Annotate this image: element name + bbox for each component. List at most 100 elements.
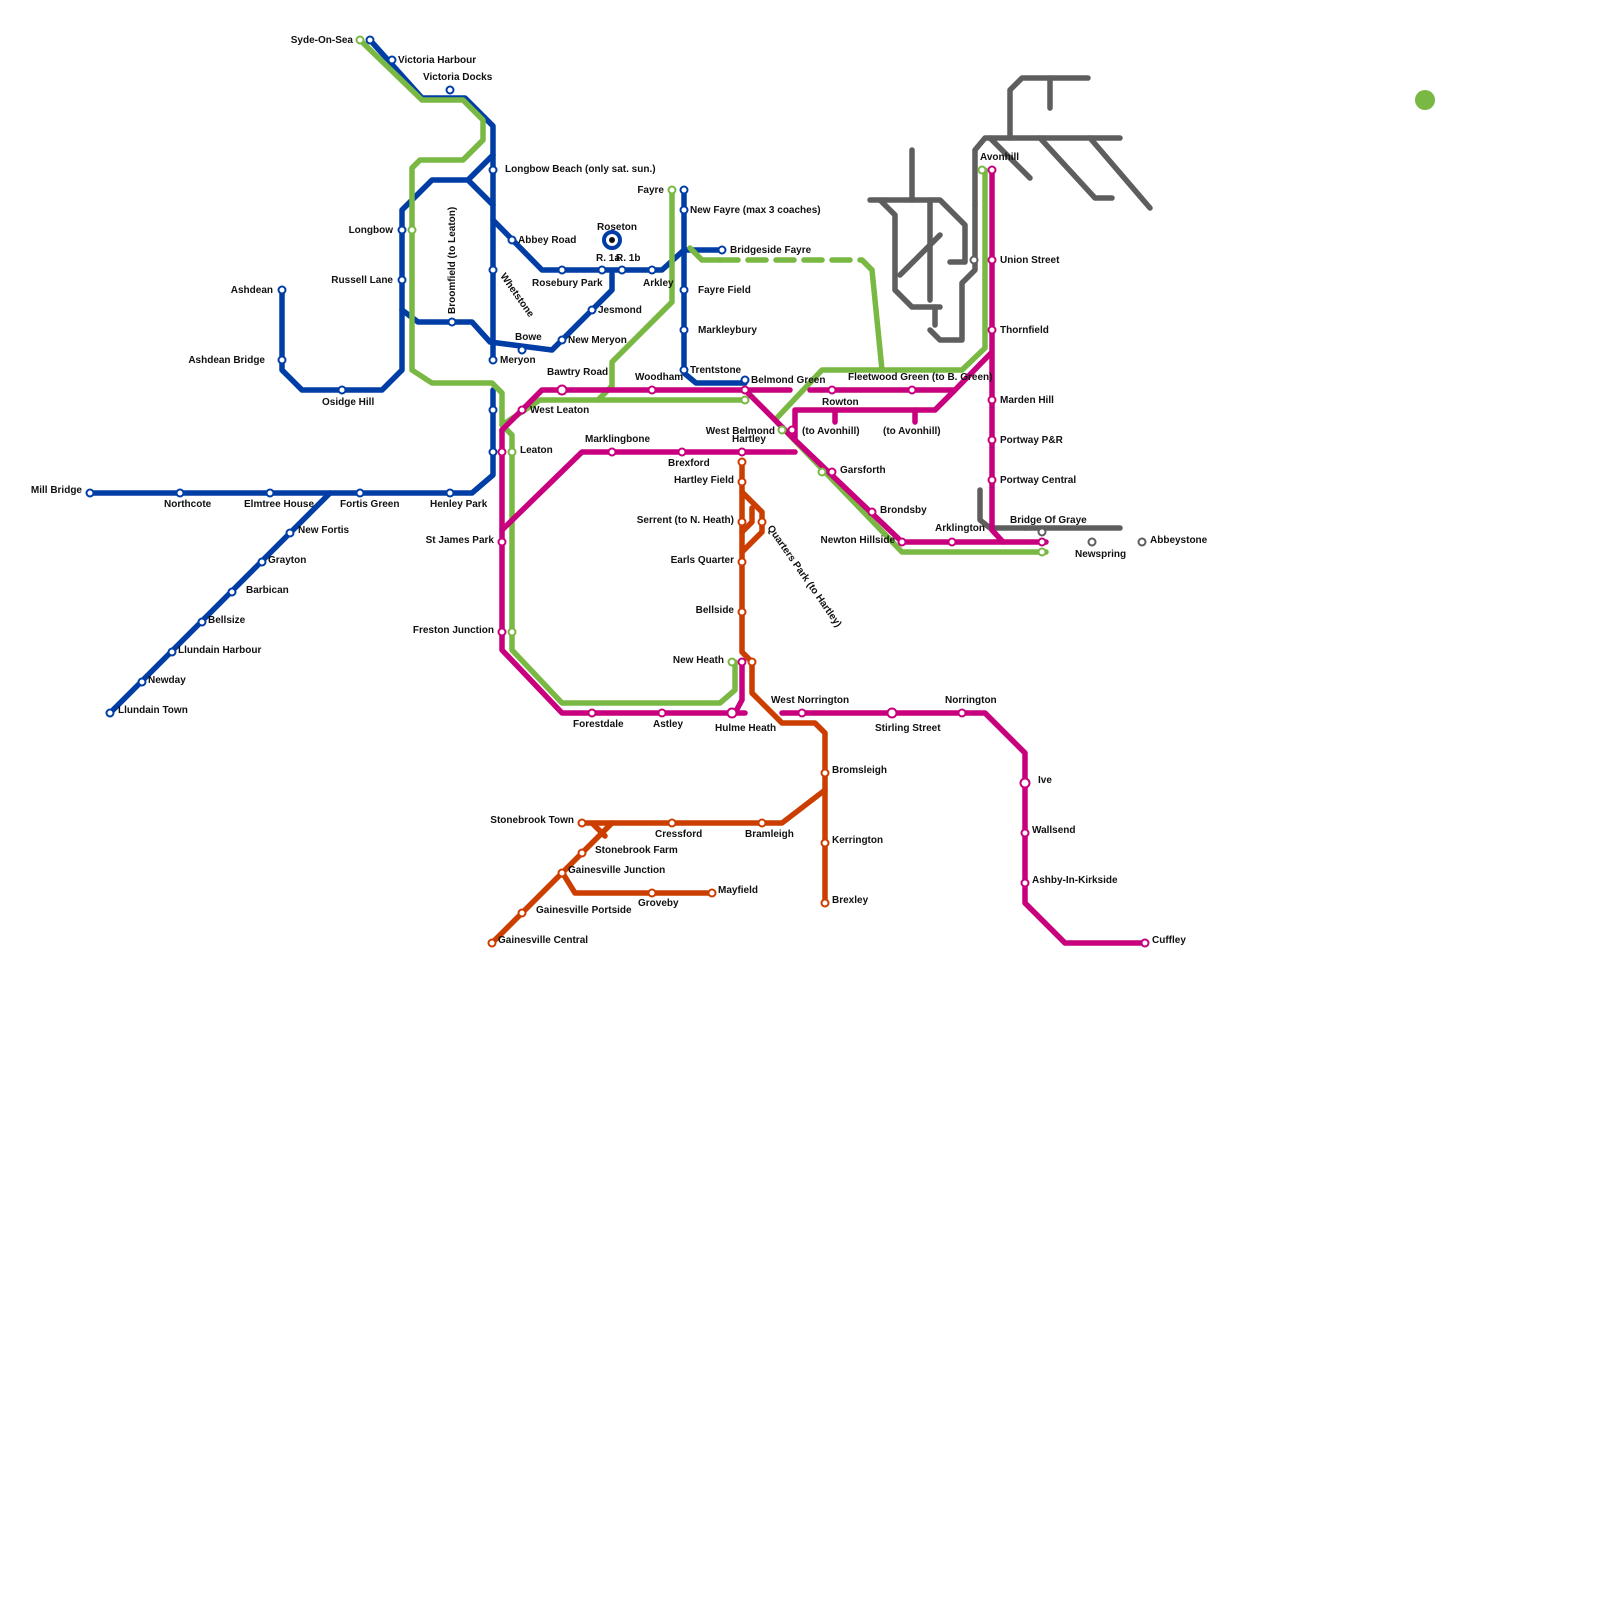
station-label[interactable]: Ashdean [231,285,273,296]
station-label[interactable]: Jesmond [598,305,642,316]
station-marker[interactable] [709,890,716,897]
station-marker[interactable] [649,890,656,897]
station-label[interactable]: Longbow [349,225,394,236]
station-marker[interactable] [1089,539,1096,546]
station-label[interactable]: Freston Junction [413,625,494,636]
station-marker[interactable] [779,427,786,434]
station-marker[interactable] [490,167,497,174]
station-label[interactable]: Kerrington [832,835,883,846]
station-label[interactable]: Leaton [520,445,553,456]
station-label[interactable]: Marden Hill [1000,395,1054,406]
station-marker[interactable] [339,387,346,394]
station-marker[interactable] [399,227,406,234]
station-marker[interactable] [399,277,406,284]
station-label[interactable]: Bellsize [208,615,246,626]
station-marker[interactable] [409,227,416,234]
station-label[interactable]: Bawtry Road [547,367,608,378]
station-label[interactable]: Bramleigh [745,829,794,840]
station-marker[interactable] [822,840,829,847]
station-label[interactable]: Rosebury Park [532,278,603,289]
station-label[interactable]: Bridgeside Fayre [730,245,812,256]
station-marker[interactable] [1022,830,1029,837]
station-marker[interactable] [739,609,746,616]
station-label[interactable]: Llundain Town [118,705,188,716]
station-label[interactable]: Avonhill [980,152,1019,163]
station-label[interactable]: Northcote [164,499,212,510]
station-label[interactable]: Garsforth [840,465,886,476]
station-marker[interactable] [989,257,996,264]
station-label[interactable]: R. 1b [616,253,640,264]
station-marker[interactable] [447,490,454,497]
station-marker[interactable] [681,187,688,194]
station-marker[interactable] [649,387,656,394]
station-label[interactable]: Woodham [635,372,683,383]
station-marker[interactable] [681,327,688,334]
station-label[interactable]: (to Avonhill) [883,426,941,437]
station-marker[interactable] [742,377,749,384]
station-label[interactable]: Newday [148,675,186,686]
station-marker[interactable] [177,490,184,497]
station-marker[interactable] [888,709,897,718]
station-marker[interactable] [739,559,746,566]
station-marker[interactable] [1022,880,1029,887]
station-marker[interactable] [742,397,749,404]
station-label[interactable]: Wallsend [1032,825,1076,836]
station-label[interactable]: West Leaton [530,405,589,416]
station-marker[interactable] [509,449,516,456]
station-marker[interactable] [739,659,746,666]
station-marker[interactable] [229,589,236,596]
station-label[interactable]: Stonebrook Farm [595,845,678,856]
station-marker[interactable] [490,357,497,364]
station-marker[interactable] [579,820,586,827]
station-marker[interactable] [1039,529,1046,536]
station-marker[interactable] [819,469,826,476]
station-label[interactable]: Fayre Field [698,285,751,296]
station-label[interactable]: Ashdean Bridge [188,355,265,366]
station-marker[interactable] [1039,549,1046,556]
station-label[interactable]: Arklington [935,523,985,534]
station-label[interactable]: Newspring [1075,549,1126,560]
station-label[interactable]: Victoria Docks [423,72,493,83]
station-label[interactable]: Groveby [638,898,679,909]
station-label[interactable]: Llundain Harbour [178,645,261,656]
station-label[interactable]: Arkley [643,278,674,289]
station-label[interactable]: Norrington [945,695,997,706]
station-label[interactable]: Stirling Street [875,723,941,734]
station-label[interactable]: Stonebrook Town [490,815,574,826]
station-marker[interactable] [357,490,364,497]
station-marker[interactable] [490,267,497,274]
station-marker[interactable] [909,387,916,394]
station-marker[interactable] [199,619,206,626]
station-marker[interactable] [259,559,266,566]
station-marker[interactable] [139,679,146,686]
station-label[interactable]: West Norrington [771,695,849,706]
station-label[interactable]: (to Avonhill) [802,426,860,437]
station-marker[interactable] [989,397,996,404]
station-label[interactable]: Fortis Green [340,499,399,510]
station-marker[interactable] [589,307,596,314]
station-marker[interactable] [989,167,996,174]
station-label[interactable]: Osidge Hill [322,397,374,408]
station-label[interactable]: Rowton [822,397,859,408]
station-marker[interactable] [87,490,94,497]
station-label[interactable]: Fayre [637,185,664,196]
station-label[interactable]: New Fayre (max 3 coaches) [690,205,821,216]
station-marker[interactable] [681,287,688,294]
station-marker[interactable] [287,530,294,537]
station-marker[interactable] [367,37,374,44]
station-marker[interactable] [739,449,746,456]
station-marker[interactable] [447,87,454,94]
station-marker[interactable] [499,629,506,636]
station-marker[interactable] [822,900,829,907]
station-marker[interactable] [949,539,956,546]
station-marker[interactable] [519,910,526,917]
station-marker[interactable] [739,479,746,486]
station-label[interactable]: Serrent (to N. Heath) [637,515,734,526]
station-label[interactable]: Cressford [655,829,702,840]
station-marker[interactable] [357,37,364,44]
station-label[interactable]: Bridge Of Graye [1010,515,1087,526]
station-marker[interactable] [609,449,616,456]
station-label[interactable]: Henley Park [430,499,488,510]
station-marker[interactable] [742,387,749,394]
station-marker[interactable] [829,469,836,476]
